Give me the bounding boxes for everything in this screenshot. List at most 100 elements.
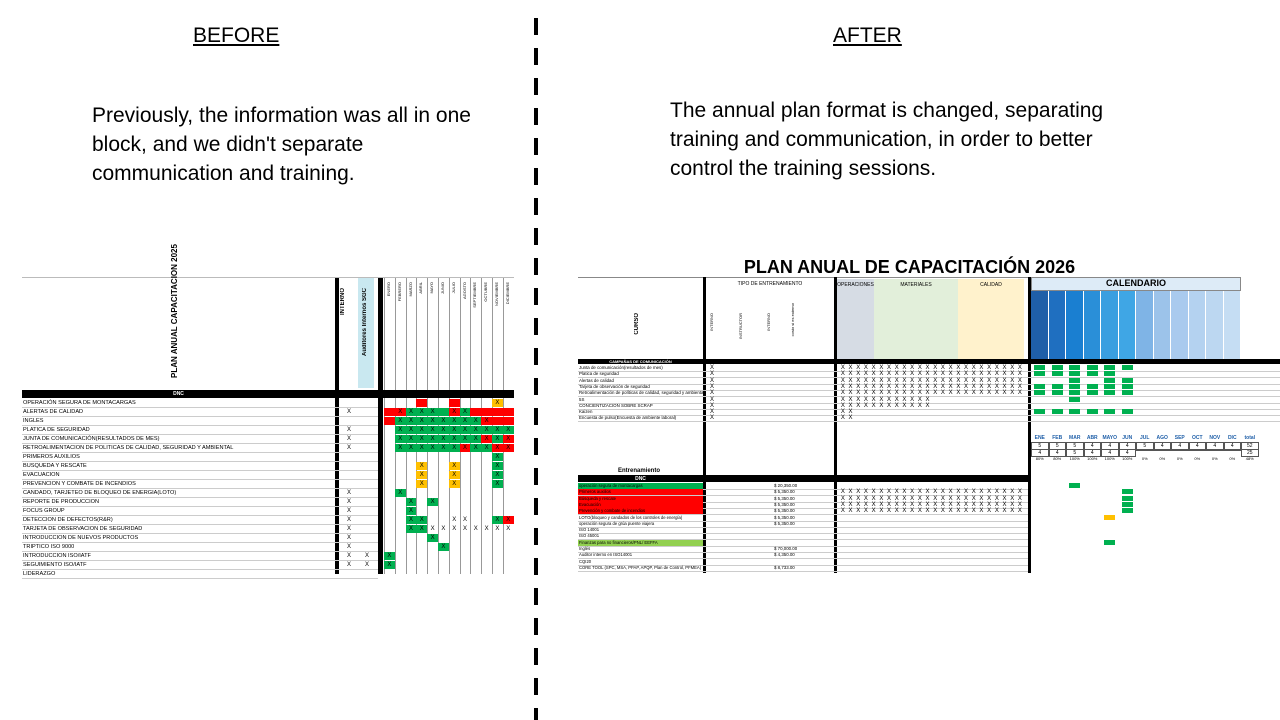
schedule-mark: X xyxy=(419,409,424,415)
audience-mark: X xyxy=(856,501,861,508)
schedule-mark: X xyxy=(408,499,413,505)
schedule-cell xyxy=(470,417,482,425)
training-course: Auditor interno en ISO14001 xyxy=(579,552,633,558)
audience-mark: X xyxy=(933,508,938,515)
before-description: Previously, the information was all in o… xyxy=(92,104,471,185)
training-row-highlight xyxy=(578,539,703,546)
schedule-mark: X xyxy=(408,427,413,433)
audience-mark: X xyxy=(933,377,938,384)
training-cost: $ 8,733.00 xyxy=(774,564,795,570)
summary-month: SEP xyxy=(1174,435,1185,441)
audience-mark: X xyxy=(848,501,853,508)
schedule-cell xyxy=(502,516,514,524)
calendar-done-cell xyxy=(1069,371,1080,377)
audience-mark: X xyxy=(940,508,945,515)
schedule-mark: X xyxy=(419,418,424,424)
communication-course: Kaizen xyxy=(579,409,593,415)
schedule-cell xyxy=(448,435,460,443)
audience-mark: X xyxy=(910,402,915,409)
communication-course: Platica de seguridad xyxy=(579,371,619,377)
schedule-cell xyxy=(481,417,492,425)
schedule-cell xyxy=(492,516,503,524)
audience-mark: X xyxy=(910,508,915,515)
audience-mark: X xyxy=(879,508,884,515)
interno-mark: X xyxy=(346,553,351,559)
course-name: REPORTE DE PRODUCCION xyxy=(23,499,100,505)
calendar-done-cell xyxy=(1121,489,1133,495)
schedule-mark: X xyxy=(484,418,489,424)
row-gridline xyxy=(22,551,378,552)
schedule-cell xyxy=(448,399,460,407)
audience-mark: X xyxy=(971,495,976,502)
audience-mark: X xyxy=(925,377,930,384)
after-group-materiales: MATERIALES xyxy=(900,282,932,288)
audience-mark: X xyxy=(987,508,992,515)
schedule-cell xyxy=(416,444,428,452)
summary-month: NOV xyxy=(1209,435,1221,441)
row-gridline xyxy=(578,564,1028,566)
schedule-mark: X xyxy=(419,436,424,442)
training-cost: $ 4,350.00 xyxy=(774,552,795,558)
calendar-done-cell xyxy=(1069,396,1080,402)
schedule-mark: X xyxy=(452,409,457,415)
audience-mark: X xyxy=(1010,489,1015,496)
audience-mark: X xyxy=(902,501,907,508)
schedule-cell xyxy=(416,408,428,416)
audience-mark: X xyxy=(902,508,907,515)
calendar-done-cell xyxy=(1086,371,1098,377)
audience-mark: X xyxy=(848,409,853,416)
audience-mark: X xyxy=(1010,377,1015,384)
audience-mark: X xyxy=(894,501,899,508)
schedule-mark: X xyxy=(495,481,500,487)
training-row-highlight xyxy=(578,483,703,489)
course-name: BUSQUEDA Y RESCATE xyxy=(23,463,87,469)
audience-mark: X xyxy=(994,501,999,508)
schedule-mark: X xyxy=(473,436,478,442)
month-header: SEPTIEMBRE xyxy=(472,282,478,308)
audience-mark: X xyxy=(940,377,945,384)
audience-mark: X xyxy=(979,489,984,496)
schedule-cell xyxy=(459,417,471,425)
audience-mark: X xyxy=(887,508,892,515)
audience-mark: X xyxy=(948,390,953,397)
audience-mark: X xyxy=(948,489,953,496)
before-sheet-title: PLAN ANUAL CAPACITACION 2025 xyxy=(170,244,179,378)
schedule-cell xyxy=(502,426,514,434)
row-gridline xyxy=(578,383,1280,385)
schedule-cell xyxy=(384,552,395,560)
schedule-cell xyxy=(481,444,492,452)
calendar-done-cell xyxy=(1121,495,1133,501)
audience-mark: X xyxy=(917,508,922,515)
audience-mark: X xyxy=(856,383,861,390)
schedule-cell xyxy=(448,444,460,452)
audience-mark: X xyxy=(840,409,845,416)
audience-mark: X xyxy=(917,390,922,397)
month-header: AGOSTO xyxy=(461,282,467,300)
row-gridline xyxy=(22,416,378,417)
audience-mark: X xyxy=(871,495,876,502)
training-cost: $ 5,350.00 xyxy=(774,520,795,526)
audience-mark: X xyxy=(848,402,853,409)
course-name: PRIMEROS AUXILIOS xyxy=(23,454,80,460)
after-training-section: DNC xyxy=(635,476,646,482)
audience-mark: X xyxy=(994,495,999,502)
month-header: FEBRERO xyxy=(396,282,402,302)
audience-mark: X xyxy=(863,377,868,384)
interno-mark: X xyxy=(709,396,714,403)
audience-mark: X xyxy=(948,495,953,502)
audience-mark: X xyxy=(910,495,915,502)
schedule-cell xyxy=(492,453,503,461)
schedule-mark: X xyxy=(495,463,500,469)
training-row-highlight xyxy=(578,489,703,496)
calendar-month-header xyxy=(1223,291,1241,359)
schedule-mark: X xyxy=(398,490,403,496)
summary-percent: 0% xyxy=(1141,456,1148,461)
calendar-month-header xyxy=(1188,291,1206,359)
schedule-cell xyxy=(394,435,406,443)
training-course: ISO 14001 xyxy=(579,527,600,533)
summary-done xyxy=(1153,449,1171,451)
schedule-mark: X xyxy=(398,436,403,442)
audience-mark: X xyxy=(933,390,938,397)
schedule-cell xyxy=(448,408,460,416)
schedule-mark: X xyxy=(495,427,500,433)
